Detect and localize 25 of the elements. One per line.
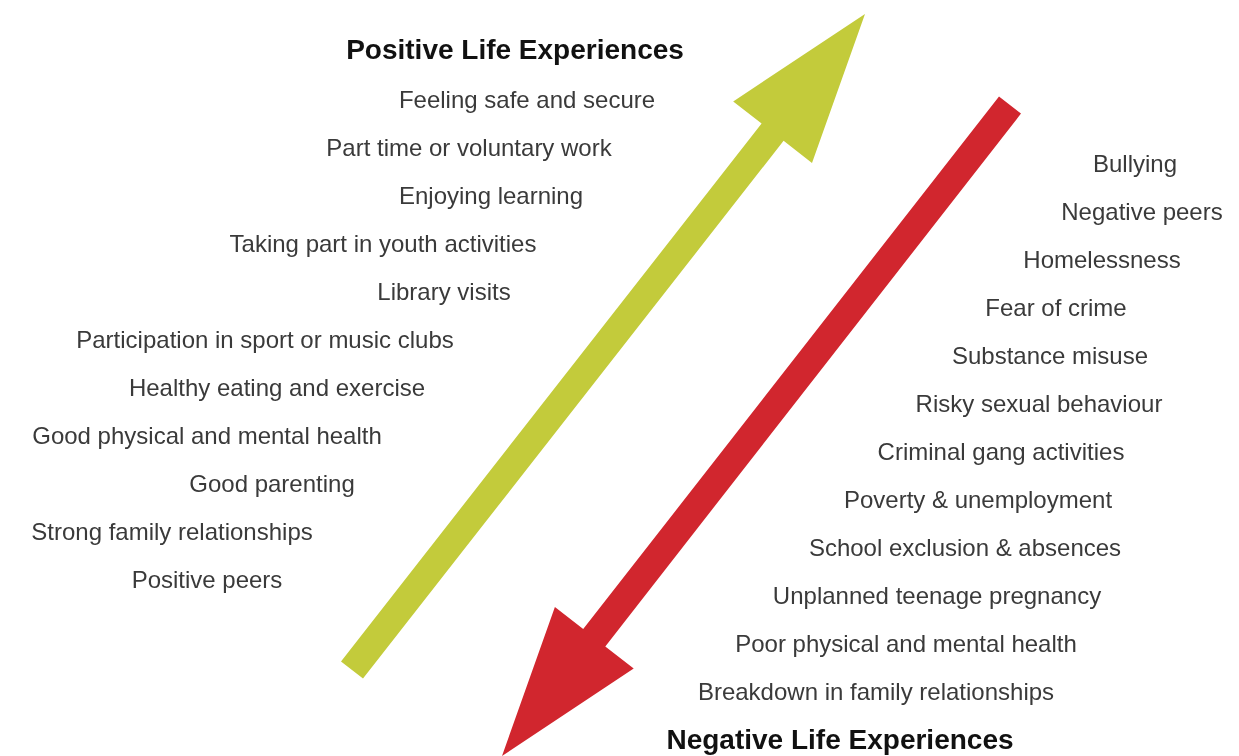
list-item: School exclusion & absences (808, 534, 1122, 562)
list-item: Good physical and mental health (32, 422, 382, 450)
list-item: Participation in sport or music clubs (76, 326, 454, 354)
list-item: Taking part in youth activities (229, 230, 537, 258)
list-item: Poor physical and mental health (735, 630, 1077, 658)
list-item: Homelessness (1023, 246, 1181, 274)
list-item: Feeling safe and secure (398, 86, 656, 114)
list-item: Unplanned teenage pregnancy (772, 582, 1102, 610)
list-item: Criminal gang activities (877, 438, 1125, 466)
list-item: Enjoying learning (398, 182, 584, 210)
list-item: Poverty & unemployment (843, 486, 1113, 514)
list-item: Library visits (377, 278, 511, 306)
list-item: Strong family relationships (31, 518, 313, 546)
heading: Negative Life Experiences (666, 724, 1014, 756)
list-item: Good parenting (189, 470, 355, 498)
list-item: Negative peers (1061, 198, 1223, 226)
list-item: Healthy eating and exercise (128, 374, 426, 402)
list-item: Risky sexual behaviour (915, 390, 1163, 418)
list-item: Part time or voluntary work (326, 134, 612, 162)
list-item: Bullying (1093, 150, 1177, 178)
list-item: Fear of crime (985, 294, 1127, 322)
list-item: Substance misuse (951, 342, 1149, 370)
list-item: Positive peers (131, 566, 283, 594)
heading: Positive Life Experiences (346, 34, 684, 66)
list-item: Breakdown in family relationships (697, 678, 1055, 706)
